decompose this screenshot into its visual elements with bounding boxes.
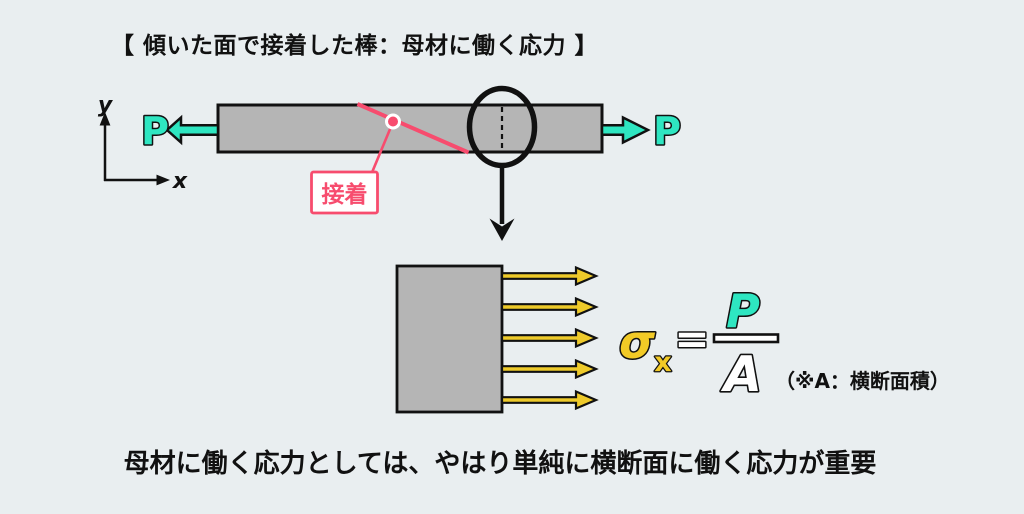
formula-subscript-x: x [654,347,671,378]
glue-callout-leader-line [370,127,392,173]
stress-arrow-icon [500,358,599,380]
formula-denominator-A: A [720,346,762,403]
stress-arrow-icon [500,389,599,411]
formula-note: （※A：横断面積） [775,369,950,393]
glue-callout-box [310,170,379,215]
x-axis-arrowhead-icon [156,174,170,186]
glue-callout-label: 接着 [322,181,368,208]
coordinate-axes: y x [98,93,188,194]
cross-section-block [395,264,504,414]
glue-point-marker [385,113,401,130]
glue-callout: 接着 [310,113,401,215]
stress-arrow-icon [500,296,599,318]
formula-sigma: σ [619,315,655,369]
axis-label-y: y [98,93,114,118]
formula-numerator-P: P [726,284,760,338]
y-axis-arrowhead-icon [99,112,111,126]
left-load-label: P [141,109,169,153]
stress-formula: σ x = P A （※A：横断面積） [618,283,950,405]
stress-arrows [500,265,599,411]
zoom-pointer-arrow-icon [489,167,515,241]
right-tension-arrow-icon [600,115,651,145]
formula-equals: = [674,314,709,363]
stress-arrow-icon [500,327,599,349]
right-load-label: P [653,109,681,153]
inspection-ellipse [466,85,538,169]
axis-label-x: x [172,169,188,194]
figure-title: 【 傾いた面で接着した棒：母材に働く応力 】 [111,33,599,59]
figure-caption: 母材に働く応力としては、やはり単純に横断面に働く応力が重要 [123,449,877,479]
stress-arrow-icon [500,265,599,287]
glue-joint-line [356,102,470,155]
left-tension-arrow-icon [165,114,220,146]
formula-fraction-bar [712,333,780,344]
